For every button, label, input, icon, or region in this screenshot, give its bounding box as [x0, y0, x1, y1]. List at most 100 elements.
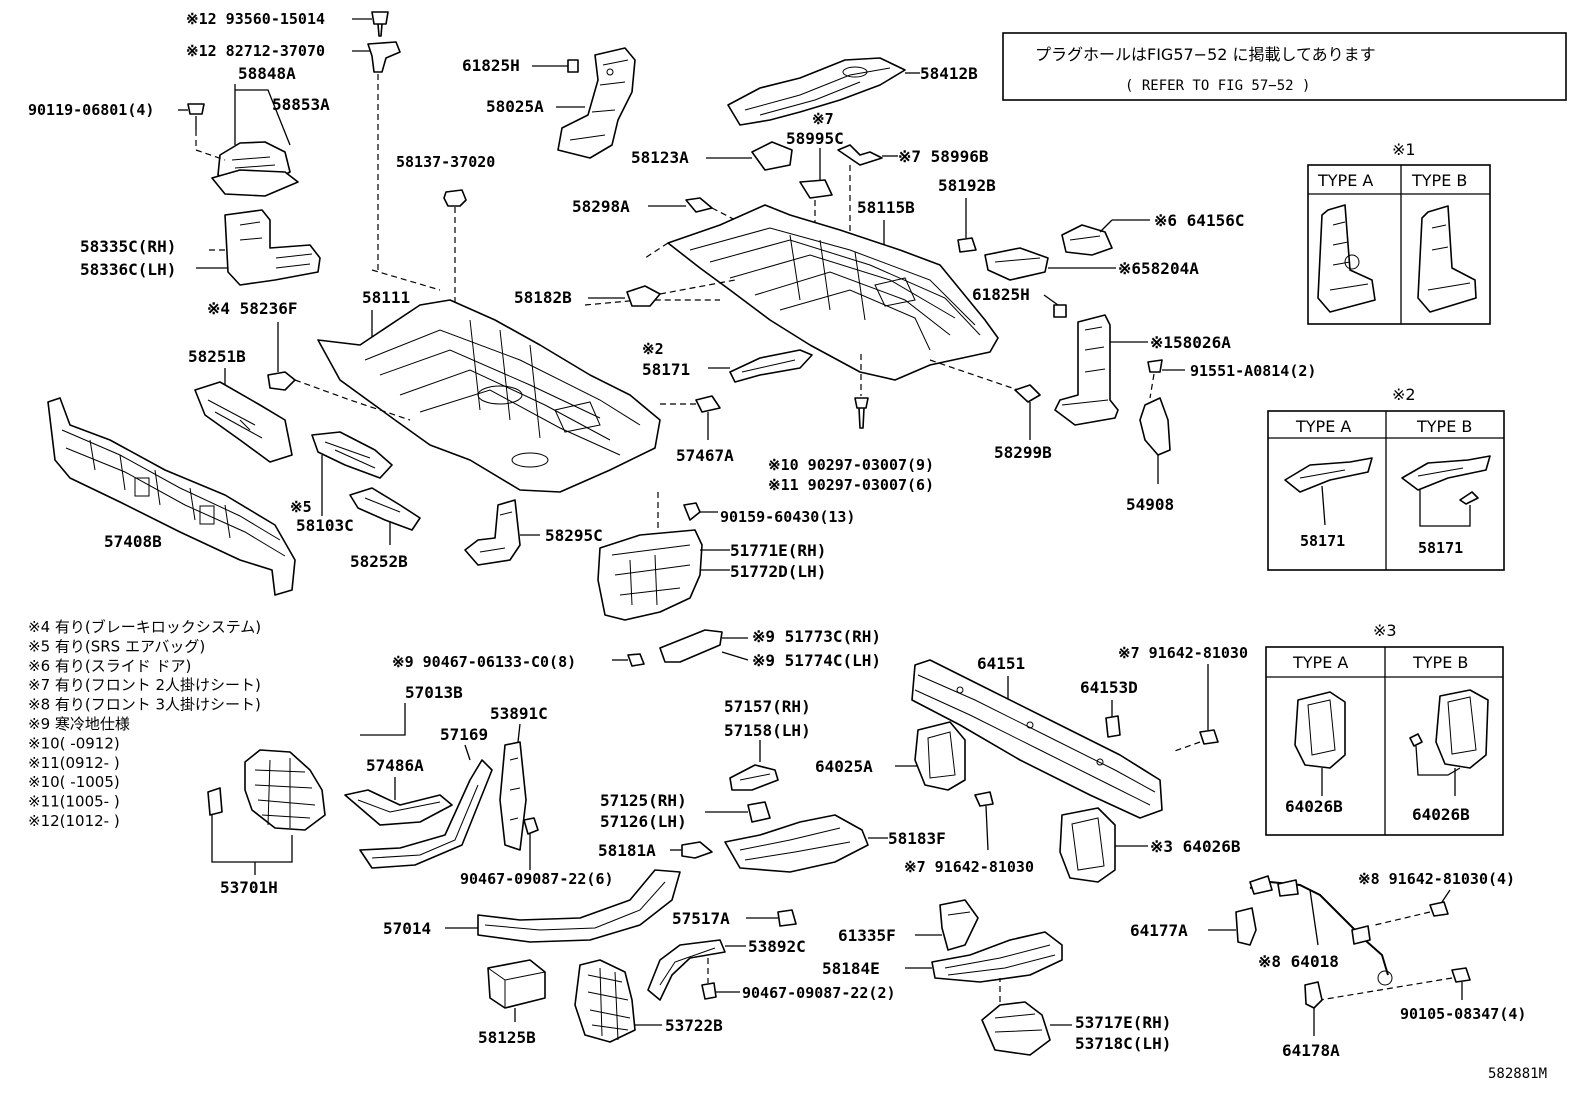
label-57517A: 57517A — [672, 909, 730, 928]
label-61825H-a: 61825H — [462, 56, 520, 75]
bolt-90119 — [187, 103, 205, 115]
label-90297-6: ※11 90297-03007(6) — [768, 476, 934, 494]
58171-type-a-illustration — [1284, 457, 1373, 493]
type-box-2-mark: ※2 — [1392, 385, 1416, 404]
footnote-line: ※11(1005- ) — [28, 793, 120, 811]
label-91642-81030-top: ※7 91642-81030 — [1118, 644, 1248, 662]
label-58996B: ※7 58996B — [898, 147, 989, 166]
bolt-90297 — [854, 397, 869, 429]
label-57467A: 57467A — [676, 446, 734, 465]
label-58182B: 58182B — [514, 288, 572, 307]
footnote-line: ※10( -0912) — [28, 734, 120, 752]
footnote-line: ※8 有り(フロント 3人掛けシート) — [28, 696, 261, 714]
label-58995C-mark: ※7 — [812, 110, 834, 128]
bracket-58103C-upper — [311, 431, 393, 479]
clip-90467-09087-b — [701, 982, 717, 1000]
bracket-57517A — [777, 909, 797, 927]
label-53718C: 53718C(LH) — [1075, 1034, 1171, 1053]
notice-box: プラグホールはFIG57−52 に掲載してあります ( REFER TO FIG… — [1002, 32, 1567, 101]
label-58103C-mark: ※5 — [290, 498, 312, 516]
label-58335C: 58335C(RH) — [80, 237, 176, 256]
member-57013B — [359, 759, 493, 869]
label-57169: 57169 — [440, 725, 488, 744]
label-91551-A0814: 91551-A0814(2) — [1190, 362, 1316, 380]
label-57014: 57014 — [383, 919, 431, 938]
footnote-line: ※10( -1005) — [28, 773, 120, 791]
label-53717E: 53717E(RH) — [1075, 1013, 1171, 1032]
lower-left-group: 53701H 57013B 53891C 57169 57486A 90467-… — [207, 683, 681, 1047]
front-floor-group: 58182B ※2 58171 57467A ※10 90297-03007(9… — [514, 204, 1052, 494]
label-58137-37020: 58137-37020 — [396, 153, 495, 171]
bracket-58025A — [557, 47, 636, 159]
plug-61825H-b — [1053, 304, 1067, 318]
label-54908: 54908 — [1126, 495, 1174, 514]
type-box-2: ※2 TYPE A TYPE B 58171 58171 — [1267, 385, 1505, 571]
type-box-2-part-b: 58171 — [1418, 539, 1463, 557]
label-64153D: 64153D — [1080, 678, 1138, 697]
label-82712-37070: ※12 82712-37070 — [186, 42, 325, 60]
label-64177A: 64177A — [1130, 921, 1188, 940]
label-58252B: 58252B — [350, 552, 408, 571]
label-58183F: 58183F — [888, 829, 946, 848]
label-58111: 58111 — [362, 288, 410, 307]
label-58181A: 58181A — [598, 841, 656, 860]
member-58184E — [931, 931, 1063, 983]
bracket-61335F — [939, 899, 979, 951]
58171-type-b-illustration — [1401, 455, 1491, 491]
footnote-line: ※4 有り(ブレーキロックシステム) — [28, 618, 261, 636]
member-58183F — [724, 814, 869, 873]
label-57157: 57157(RH) — [724, 697, 811, 716]
label-58853A: 58853A — [272, 95, 330, 114]
label-57126: 57126(LH) — [600, 812, 687, 831]
floor-panel-58412B — [727, 57, 906, 126]
clip-53701H — [207, 787, 223, 816]
bracket-64026B — [1059, 807, 1116, 883]
member-57486A — [344, 789, 453, 826]
bracket-58181A — [681, 841, 713, 859]
label-58995C: 58995C — [786, 129, 844, 148]
type-box-3-type-b: TYPE B — [1412, 653, 1468, 672]
label-58192B: 58192B — [938, 176, 996, 195]
label-91642-81030-4: ※8 91642-81030(4) — [1358, 870, 1515, 888]
left-crossmember-group: ※4 58236F 58251B 57408B ※5 58103C 58252B — [47, 299, 421, 596]
plug-58182B — [626, 285, 661, 307]
type-box-2-type-b: TYPE B — [1416, 417, 1472, 436]
cover-53701H — [244, 749, 326, 831]
footnote-line: ※5 有り(SRS エアバッグ) — [28, 637, 205, 655]
member-53892C — [647, 939, 726, 1001]
plug-58137 — [443, 189, 467, 207]
label-51771E: 51771E(RH) — [730, 541, 826, 560]
label-90105-08347: 90105-08347(4) — [1400, 1005, 1526, 1023]
bolt-91642-4 — [1429, 901, 1449, 917]
label-53701H: 53701H — [220, 878, 278, 897]
label-64156C: ※6 64156C — [1154, 211, 1244, 230]
type-box-1-mark: ※1 — [1392, 140, 1416, 159]
bracket-64178A — [1304, 981, 1323, 1009]
bracket-58204A — [984, 247, 1049, 281]
bracket-58192B — [957, 237, 977, 253]
label-61335F: 61335F — [838, 926, 896, 945]
lower-center-group: 57157(RH) 57158(LH) 57125(RH) 57126(LH) … — [574, 697, 946, 1043]
type-box-1-type-b: TYPE B — [1411, 171, 1467, 190]
label-57013B: 57013B — [405, 683, 463, 702]
notice-line-2: ( REFER TO FIG 57−52 ) — [1125, 78, 1310, 94]
bracket-57125 — [747, 801, 771, 823]
type-box-1: ※1 TYPE A TYPE B — [1307, 140, 1491, 325]
harness-64018 — [1249, 880, 1389, 976]
bracket-64153D — [1105, 715, 1121, 738]
mid-center-group: 58295C 90159-60430(13) 51771E(RH) 51772D… — [392, 492, 881, 671]
type-box-3: ※3 TYPE A TYPE B 64026B 64026B — [1265, 621, 1504, 836]
bracket-58298A — [685, 197, 713, 213]
label-57486A: 57486A — [366, 756, 424, 775]
label-90297-9: ※10 90297-03007(9) — [768, 456, 934, 474]
label-58204A: ※658204A — [1118, 259, 1199, 278]
label-64025A: 64025A — [815, 757, 873, 776]
label-58236F: ※4 58236F — [207, 299, 297, 318]
notice-line-1: プラグホールはFIG57−52 に掲載してあります — [1035, 45, 1376, 64]
clip-90467-09087-a — [523, 817, 539, 835]
front-floor-pan-58115B — [667, 204, 999, 381]
label-64151: 64151 — [977, 654, 1025, 673]
label-57408B: 57408B — [104, 532, 162, 551]
64026b-type-a-illustration — [1294, 691, 1346, 769]
bracket-58995C — [799, 179, 833, 199]
